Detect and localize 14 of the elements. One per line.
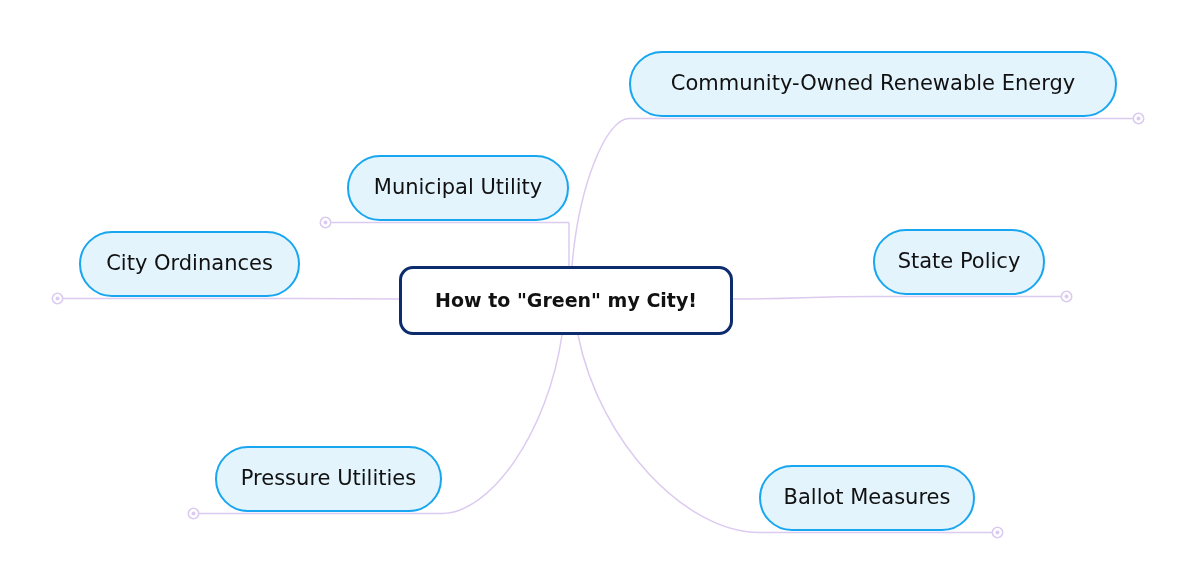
central-topic-box	[399, 266, 733, 335]
topic-label: Municipal Utility	[373, 175, 543, 201]
branch-connector	[568, 221, 570, 267]
topic-label: Community-Owned Renewable Energy	[670, 71, 1076, 97]
branch-connector	[299, 297, 400, 300]
branch-connector	[577, 334, 760, 534]
topic-label: State Policy	[897, 249, 1021, 275]
central-topic-label: How to "Green" my City!	[435, 289, 697, 312]
branch-connector	[441, 334, 563, 515]
topic-label: City Ordinances	[106, 251, 273, 277]
branch-connector	[732, 295, 874, 300]
branch-connector	[571, 117, 630, 267]
topic-label: Pressure Utilities	[240, 466, 417, 492]
topic-label: Ballot Measures	[783, 485, 951, 511]
